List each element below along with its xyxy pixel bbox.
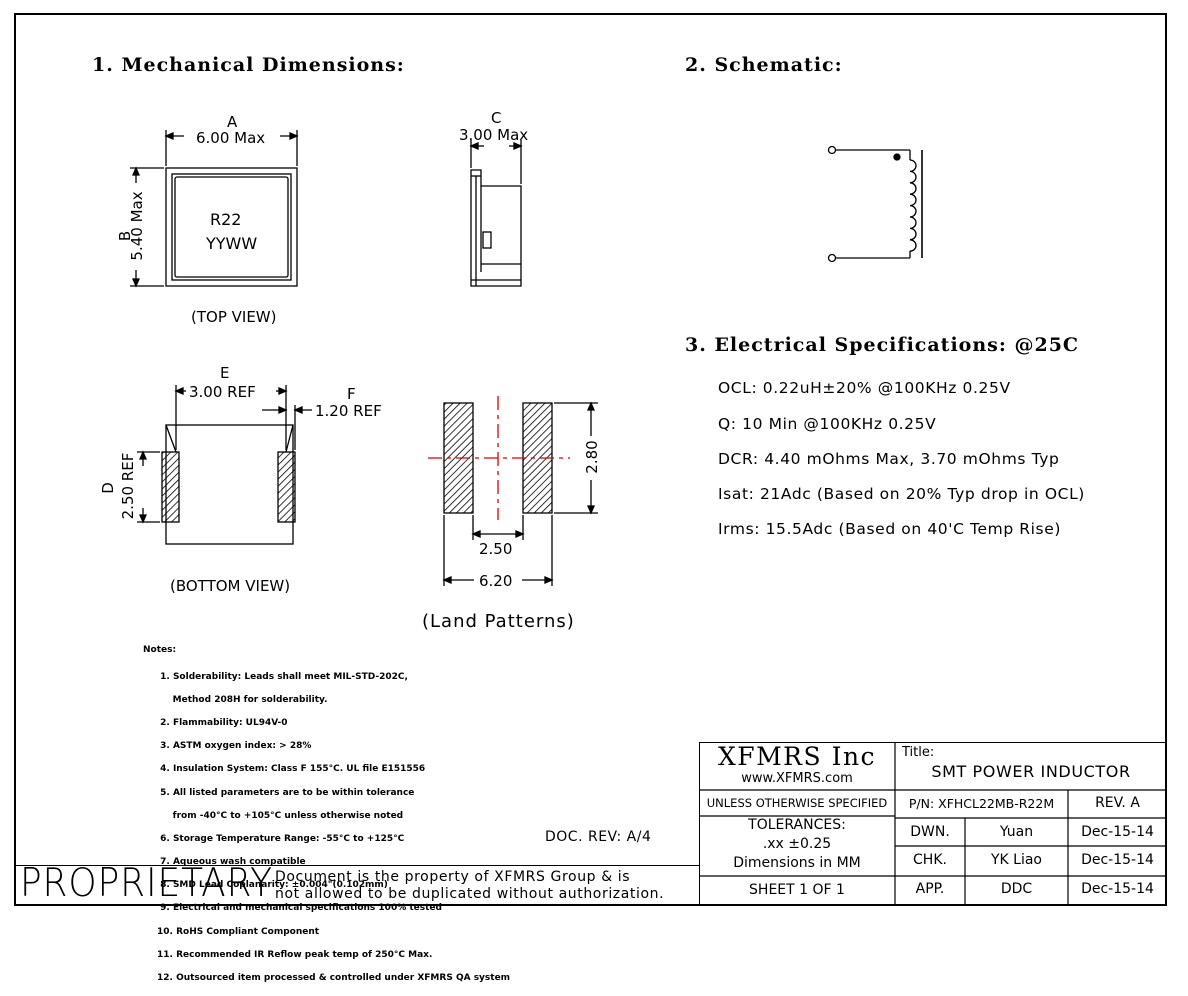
dim-e-letter: E xyxy=(220,364,230,382)
company-name: XFMRS Inc xyxy=(717,742,877,771)
spec-ocl: OCL: 0.22uH±20% @100KHz 0.25V xyxy=(718,379,1011,397)
row-date: Dec-15-14 xyxy=(1081,824,1154,840)
sheet-number: SHEET 1 OF 1 xyxy=(749,882,845,898)
note-item: 4. Insulation System: Class F 155°C. UL … xyxy=(157,764,426,775)
note-item: from -40°C to +105°C unless otherwise no… xyxy=(157,810,404,821)
note-item: 12. Outsourced item processed & controll… xyxy=(157,973,511,984)
spec-q: Q: 10 Min @100KHz 0.25V xyxy=(718,415,937,433)
proprietary-line2: not allowed to be duplicated without aut… xyxy=(275,886,665,902)
row-role: CHK. xyxy=(913,852,947,868)
dim-c-value: 3.00 Max xyxy=(459,126,529,144)
spec-dcr: DCR: 4.40 mOhms Max, 3.70 mOhms Typ xyxy=(718,450,1060,468)
title-block xyxy=(699,742,1167,906)
note-item: 11. Recommended IR Reflow peak temp of 2… xyxy=(157,949,433,960)
land-width-label: 6.20 xyxy=(479,572,513,590)
schematic-heading: 2. Schematic: xyxy=(685,54,843,76)
notes-title: Notes: xyxy=(143,645,177,655)
doc-revision: DOC. REV: A/4 xyxy=(545,829,652,845)
note-item: 1. Solderability: Leads shall meet MIL-S… xyxy=(157,671,408,682)
note-item: 6. Storage Temperature Range: -55°C to +… xyxy=(157,833,405,844)
note-item: 7. Aqueous wash compatible xyxy=(157,857,306,868)
note-item: Method 208H for solderability. xyxy=(157,694,328,705)
part-number: P/N: XFHCL22MB-R22M xyxy=(908,796,1055,811)
row-role: APP. xyxy=(915,881,945,897)
note-item: 2. Flammability: UL94V-0 xyxy=(157,717,288,728)
proprietary-strip xyxy=(14,865,699,906)
spec-isat: Isat: 21Adc (Based on 20% Typ drop in OC… xyxy=(718,485,1085,503)
tolerances-label: TOLERANCES: xyxy=(748,817,846,833)
top-view-caption: (TOP VIEW) xyxy=(191,308,277,326)
dim-f-value: 1.20 REF xyxy=(315,402,382,420)
note-item: 3. ASTM oxygen index: > 28% xyxy=(157,741,312,752)
dim-c-letter: C xyxy=(491,109,502,127)
company-website[interactable]: www.XFMRS.com xyxy=(699,771,895,786)
unless-specified: UNLESS OTHERWISE SPECIFIED xyxy=(706,796,888,810)
title-label: Title: xyxy=(902,745,935,760)
electrical-heading: 3. Electrical Specifications: @25C xyxy=(685,334,1080,356)
land-gap-label: 2.50 xyxy=(479,540,513,558)
land-pattern-caption: (Land Patterns) xyxy=(422,611,575,632)
row-name: Yuan xyxy=(999,824,1034,840)
dim-f-letter: F xyxy=(347,385,356,403)
title-block-grid xyxy=(699,742,1167,906)
note-item: 8. SMD Lead Coplanarity: ±0.004"(0.102mm… xyxy=(157,880,388,891)
revision: REV. A xyxy=(1095,795,1140,811)
marking-line1: R22 xyxy=(210,210,242,229)
dim-a-letter: A xyxy=(227,113,238,131)
row-date: Dec-15-14 xyxy=(1081,881,1154,897)
proprietary-line1: Document is the property of XFMRS Group … xyxy=(275,869,631,885)
row-name: DDC xyxy=(1000,881,1033,897)
row-role: DWN. xyxy=(910,824,950,840)
top-view-body xyxy=(165,167,298,287)
proprietary-word: PROPRIETARY xyxy=(20,861,273,906)
inductor-symbol xyxy=(827,145,923,263)
dimensions-unit: Dimensions in MM xyxy=(733,855,861,871)
spec-irms: Irms: 15.5Adc (Based on 40'C Temp Rise) xyxy=(718,520,1062,538)
marking-line2: YYWW xyxy=(206,234,258,253)
bottom-pad-left xyxy=(161,451,180,523)
dim-a-value: 6.00 Max xyxy=(196,129,266,147)
note-item: 5. All listed parameters are to be withi… xyxy=(157,787,415,798)
tolerance-value: .xx ±0.25 xyxy=(762,836,832,852)
dim-e-value: 3.00 REF xyxy=(189,383,256,401)
bottom-view-caption: (BOTTOM VIEW) xyxy=(170,577,291,595)
note-item: 9. Electrical and mechanical specificati… xyxy=(157,903,442,914)
title-value: SMT POWER INDUCTOR xyxy=(931,762,1131,781)
mechanical-heading: 1. Mechanical Dimensions: xyxy=(92,54,405,76)
row-date: Dec-15-14 xyxy=(1081,852,1154,868)
drawing-frame xyxy=(14,13,1167,906)
website-link[interactable]: www.XFMRS.com xyxy=(741,771,853,786)
mechanical-drawing xyxy=(130,130,923,586)
top-view-inner xyxy=(171,173,292,281)
note-item: 10. RoHS Compliant Component xyxy=(157,926,320,937)
row-name: YK Liao xyxy=(990,852,1043,868)
